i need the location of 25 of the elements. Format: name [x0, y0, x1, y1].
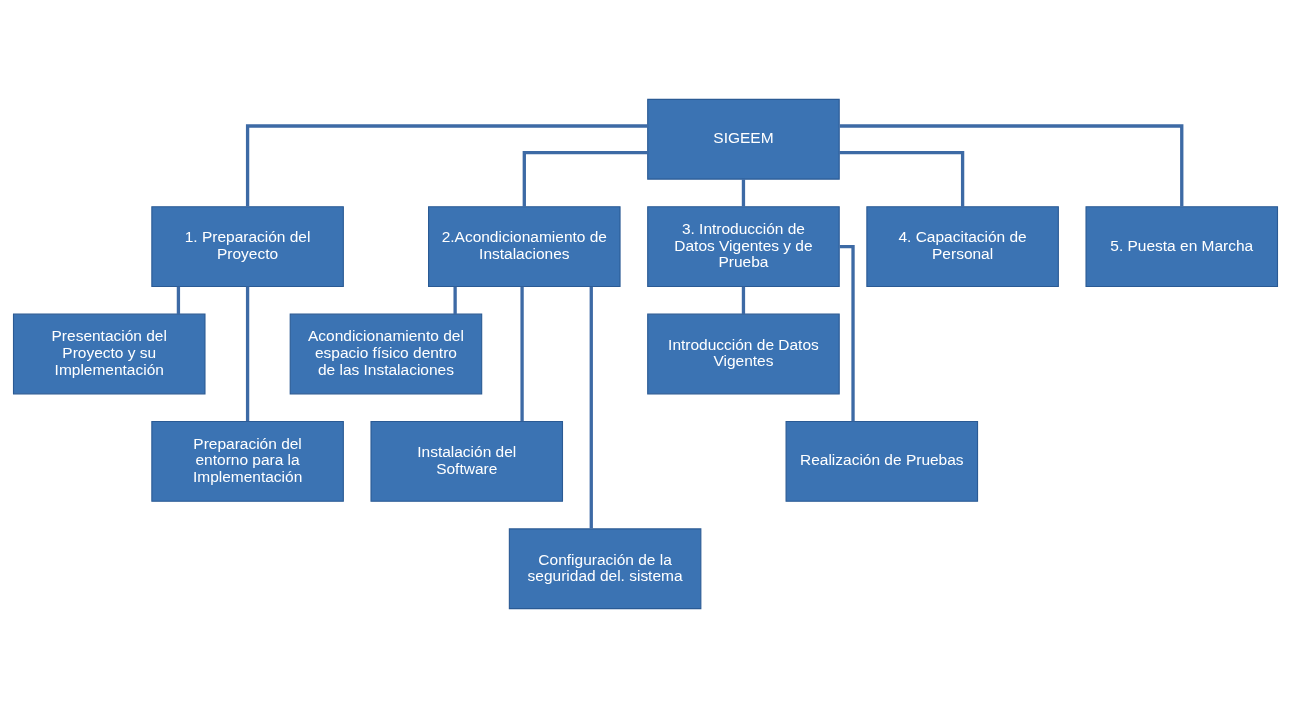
- connector: [176, 286, 181, 314]
- node-box: 5. Puesta en Marcha: [1085, 206, 1279, 288]
- connector: [245, 124, 648, 207]
- connector: [741, 286, 746, 314]
- connector: [839, 245, 855, 422]
- node-box: Configuración de la seguridad del. sistema: [508, 528, 702, 610]
- node-box: 4. Capacitación de Personal: [866, 206, 1059, 288]
- node-box: Instalación del Software: [370, 420, 564, 502]
- connector: [520, 286, 524, 422]
- node-box: Realización de Pruebas: [785, 420, 979, 502]
- connector: [453, 286, 457, 314]
- node-box: 1. Preparación del Proyecto: [151, 206, 344, 288]
- connector: [839, 124, 1184, 207]
- node-box: Introducción de Datos Vigentes: [647, 313, 840, 395]
- node-box: 2.Acondicionamiento de Instalaciones: [428, 206, 621, 288]
- connector: [839, 150, 965, 207]
- node-box: 3. Introducción de Datos Vigentes y de Prueba: [647, 206, 840, 288]
- connector: [522, 150, 648, 207]
- connector: [245, 286, 250, 422]
- connector: [589, 286, 593, 529]
- connector: [741, 179, 746, 207]
- node-box: SIGEEM: [647, 98, 840, 180]
- node-box: Acondicionamiento del espacio físico dentro de las Instalaciones: [289, 313, 483, 395]
- node-box: Presentación del Proyecto y su Implementación: [12, 313, 206, 395]
- node-box: Preparación del entorno para la Implementación: [151, 420, 344, 502]
